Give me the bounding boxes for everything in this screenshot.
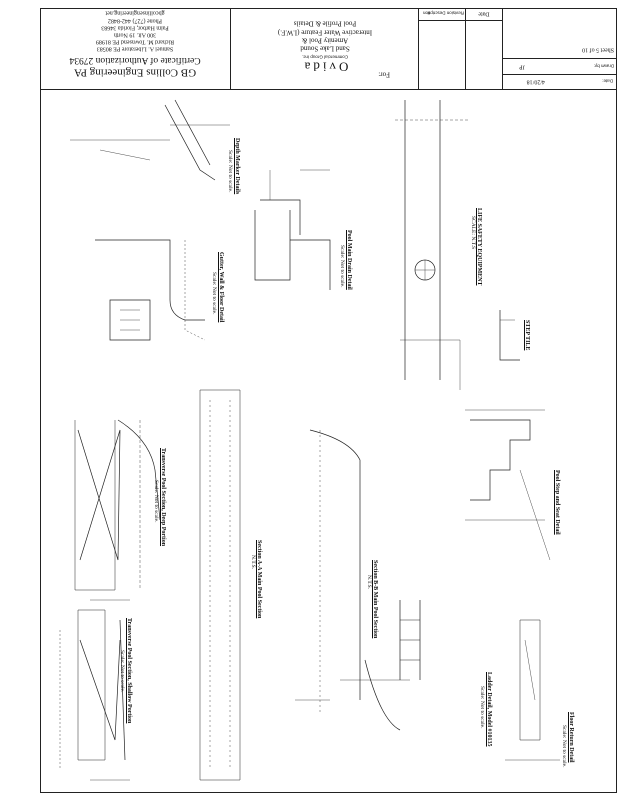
ladder-drawing <box>340 600 421 731</box>
caption-floor-return: Floor Return Detail <box>568 712 574 763</box>
caption-section-bb-scale: N.T.S. <box>366 575 372 590</box>
caption-section-aa-scale: N.T.S. <box>250 555 256 570</box>
life-safety-drawing <box>395 100 470 390</box>
caption-transverse-shallow-scale: Scale: Not to scale. <box>119 650 125 693</box>
caption-pool-step: Pool Step and Seat Detail <box>554 470 560 535</box>
caption-pool-main-drain: Pool Main Drain Detail <box>346 230 352 290</box>
caption-depth-marker: Depth Marker Details <box>234 138 240 195</box>
caption-gutter-wall-floor: Gutter, Wall & Floor Detail <box>218 252 224 323</box>
floor-return-drawing <box>505 619 560 761</box>
caption-section-bb: Section B-B Main Pool Section <box>372 560 378 639</box>
transverse-shallow-drawing <box>59 599 130 781</box>
step-tile-drawing <box>499 310 520 361</box>
caption-transverse-shallow: Transverse Pool Section, Shallow Portion <box>126 618 132 724</box>
title-block: GB Collins Engineering PA Certificate of… <box>40 8 617 90</box>
caption-pool-main-drain-scale: Scale: Not to scale. <box>339 245 345 288</box>
pool-main-drain-drawing <box>254 169 331 290</box>
caption-transverse-deep: Transverse Pool Section, Deep Portion <box>160 448 166 547</box>
caption-step-tile: STEP TILE <box>524 320 530 351</box>
caption-floor-return-scale: Scale: Not to scale. <box>561 725 567 768</box>
caption-ladder-scale: Scale: Not to scale. <box>479 686 485 729</box>
caption-depth-marker-scale: Scale: Not to scale. <box>227 150 233 193</box>
caption-life-safety: LIFE SAFETY EQUIPMENT <box>476 208 482 286</box>
sheet-border <box>40 8 617 793</box>
pool-step-drawing <box>465 409 551 561</box>
depth-marker-drawing <box>70 99 230 181</box>
gutter-wall-floor-drawing <box>95 239 206 341</box>
caption-gutter-wall-floor-scale: Scale: Not to scale. <box>211 272 217 315</box>
caption-transverse-deep-scale: Scale: Not to scale. <box>153 480 159 523</box>
caption-life-safety-scale: SCALE: N.T.S <box>470 216 476 250</box>
transverse-deep-drawing <box>74 419 161 591</box>
section-aa-drawing <box>199 389 241 781</box>
caption-section-aa: Section A-A Main Pool Section <box>256 540 262 619</box>
caption-ladder: Ladder Detail, Model #10135 <box>486 672 492 747</box>
section-bb-drawing <box>295 429 361 715</box>
